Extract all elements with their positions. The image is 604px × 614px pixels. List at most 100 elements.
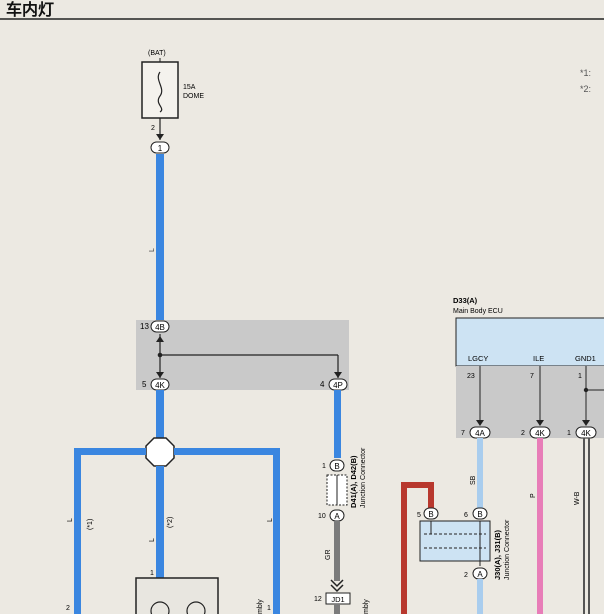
fuse-box bbox=[141, 61, 179, 119]
ecu-conn-pin-3: 1 bbox=[567, 430, 571, 437]
lamp-pin-top: 1 bbox=[150, 570, 154, 577]
wire-p bbox=[537, 438, 543, 614]
ecu-arrow-1-icon bbox=[476, 420, 484, 426]
ecu-connector-4k-a-label: 4K bbox=[535, 429, 545, 438]
d41-pin-10: 10 bbox=[318, 513, 326, 520]
jb-pin-4: 4 bbox=[320, 380, 325, 389]
jb-pin-5: 5 bbox=[142, 380, 147, 389]
d41-chevron-icon bbox=[330, 579, 344, 588]
note-1: *1: bbox=[580, 68, 591, 78]
wire-wb-label: W-B bbox=[574, 491, 581, 505]
d41-id-label: D41(A), D42(B) bbox=[349, 455, 358, 508]
fuse-source-label: (BAT) bbox=[148, 50, 166, 57]
d41-connector-b bbox=[329, 459, 345, 472]
jd-connector-label: JD1 bbox=[331, 595, 344, 604]
wire-red bbox=[401, 482, 434, 614]
fuse-arrow-icon bbox=[156, 134, 164, 140]
j30-connector-b2 bbox=[472, 507, 488, 520]
ecu-junction-block bbox=[456, 366, 604, 438]
wire-sb bbox=[477, 438, 483, 508]
ecu-conn-pin-2: 2 bbox=[521, 430, 525, 437]
j30-connector-b1 bbox=[423, 507, 439, 520]
fuse-name: DOME bbox=[183, 93, 204, 100]
wire-blue-main bbox=[156, 154, 164, 320]
page-title: 车内灯 bbox=[6, 0, 54, 19]
ecu-terminal-ile: ILE bbox=[533, 354, 544, 363]
j30-pin-2: 2 bbox=[464, 572, 468, 579]
d41-pin-1: 1 bbox=[322, 463, 326, 470]
wire-label-l-right: L bbox=[267, 518, 274, 522]
ecu-arrow-2-icon bbox=[536, 420, 544, 426]
branch-label-left: (*1) bbox=[87, 519, 94, 530]
fuse-connector-label: 1 bbox=[158, 144, 163, 153]
jb-connector-4k-label: 4K bbox=[155, 381, 165, 390]
d41-chevron-2-icon bbox=[330, 584, 344, 593]
d41-name: Junction Connector bbox=[360, 447, 367, 508]
j30-connector-b1-label: B bbox=[428, 510, 433, 519]
wire-label-l-left: L bbox=[67, 518, 74, 522]
lamp-bulb-1-icon bbox=[150, 601, 170, 614]
lamp-pin-right: 1 bbox=[267, 605, 271, 612]
lamp-bulb-2-icon bbox=[186, 601, 206, 614]
note-2: *2: bbox=[580, 84, 591, 94]
wire-blue-left-drop bbox=[74, 448, 81, 614]
branch-label-center: (*2) bbox=[167, 517, 174, 528]
j30-pin-6: 6 bbox=[464, 512, 468, 519]
ecu-conn-pin-1: 7 bbox=[461, 430, 465, 437]
jb-pin-13: 13 bbox=[140, 322, 149, 331]
ecu-name: Main Body ECU bbox=[453, 308, 503, 315]
lamp-assembly bbox=[135, 577, 219, 614]
ecu-terminal-lgcy: LGCY bbox=[468, 354, 488, 363]
ecu-terminal-gnd1: GND1 bbox=[575, 354, 596, 363]
lamp-pin-left: 2 bbox=[66, 605, 70, 612]
splice-octagon bbox=[145, 437, 175, 467]
d41-wire-color: GR bbox=[325, 550, 332, 561]
wire-sb-label: SB bbox=[470, 475, 477, 485]
ecu-box bbox=[455, 317, 604, 367]
j30-connector-b2-label: B bbox=[477, 510, 482, 519]
ecu-id: D33(A) bbox=[453, 296, 478, 305]
wire-blue-branch-right bbox=[174, 448, 280, 455]
wire-label-l-center: L bbox=[149, 538, 156, 542]
jb-arrow-down-right-icon bbox=[334, 372, 342, 378]
ecu-connector-4k-b bbox=[575, 426, 597, 439]
wire-wb-2 bbox=[588, 438, 590, 614]
wire-blue-center-drop bbox=[156, 466, 164, 578]
j30-name: Junction Connector bbox=[504, 519, 511, 580]
jb-connector-4p-label: 4P bbox=[333, 381, 343, 390]
fuse-icon bbox=[157, 71, 163, 113]
ecu-arrow-3-icon bbox=[582, 420, 590, 426]
wire-blue-to-splice bbox=[156, 390, 164, 438]
jd-pin: 12 bbox=[314, 596, 322, 603]
lamp-side-text: mbly bbox=[257, 599, 264, 614]
ecu-connector-4a-label: 4A bbox=[475, 429, 485, 438]
jb-connector-4b bbox=[150, 320, 170, 333]
wire-label-l-main: L bbox=[149, 248, 156, 252]
jb-splice-dot bbox=[157, 352, 163, 358]
wire-sb-bottom bbox=[477, 579, 483, 614]
ecu-connector-4k-b-label: 4K bbox=[581, 429, 591, 438]
jd-side-text: mbly bbox=[363, 599, 370, 614]
j30-pin-5: 5 bbox=[417, 512, 421, 519]
wire-p-label: P bbox=[530, 493, 537, 498]
ecu-pin-1: 1 bbox=[578, 373, 582, 380]
jb-arrow-down-left-icon bbox=[156, 372, 164, 378]
j30-connector-a-label: A bbox=[477, 570, 483, 579]
j30-junction-body bbox=[419, 520, 491, 562]
ecu-pin-7: 7 bbox=[530, 373, 534, 380]
d41-connector-b-label: B bbox=[334, 462, 339, 471]
wire-grey-bottom bbox=[334, 604, 340, 614]
ecu-splice-dot bbox=[583, 387, 589, 393]
fuse-rating: 15A bbox=[183, 84, 196, 91]
wire-grey-gr bbox=[334, 521, 340, 581]
j30-id-label: J30(A), J31(B) bbox=[493, 529, 502, 580]
wire-blue-right-drop bbox=[273, 448, 280, 614]
fuse-connector bbox=[150, 141, 170, 154]
d41-connector-a-label: A bbox=[334, 512, 340, 521]
wire-blue-branch-left bbox=[74, 448, 146, 455]
ecu-pin-23: 23 bbox=[467, 373, 475, 380]
fuse-pin-label: 2 bbox=[151, 125, 155, 132]
wire-wb-1 bbox=[583, 438, 585, 614]
wire-blue-to-d41 bbox=[334, 390, 341, 458]
